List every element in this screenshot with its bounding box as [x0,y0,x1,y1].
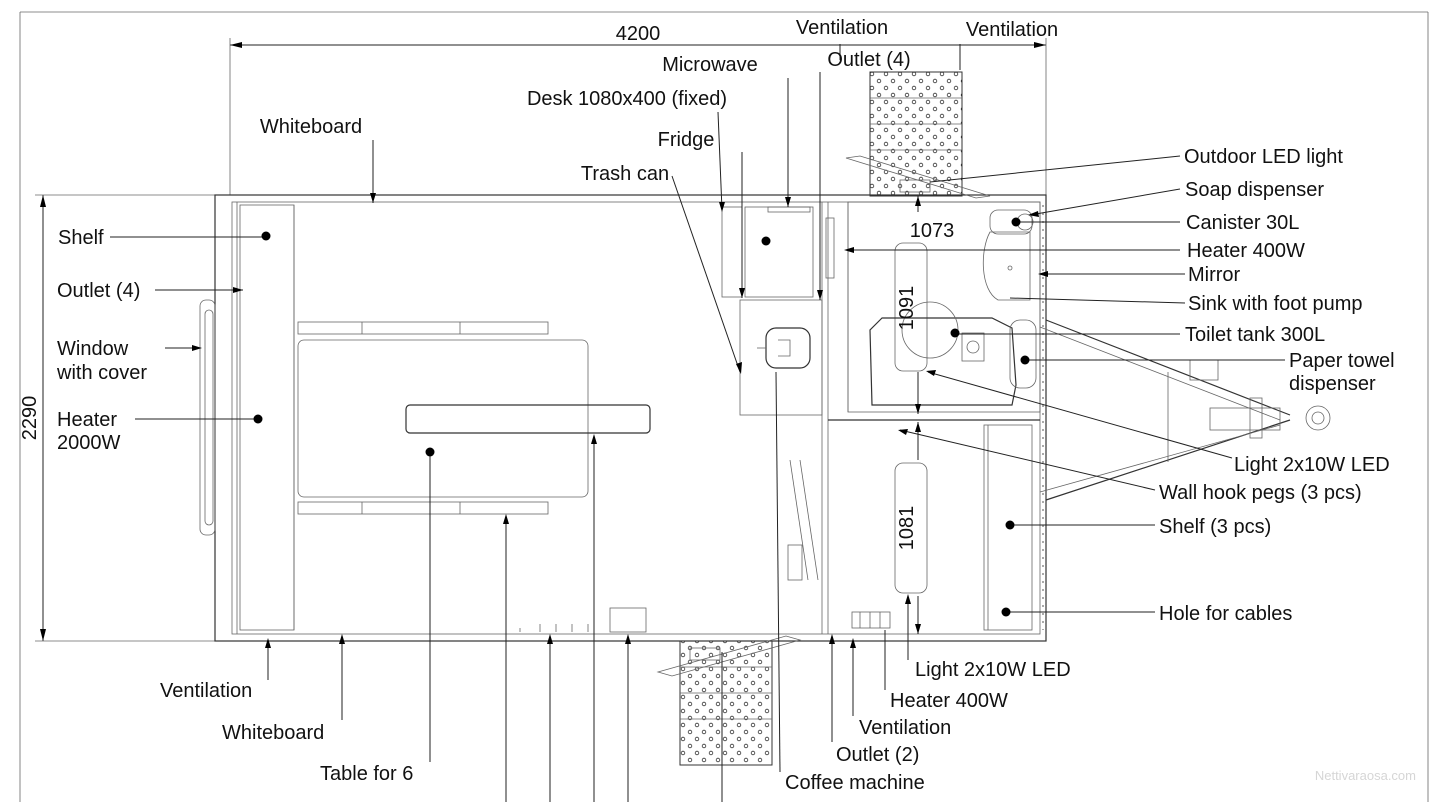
label-coffee-machine: Coffee machine [785,772,925,794]
label-heater-bottom: Heater 400W [890,690,1008,712]
label-trash-can: Trash can [581,163,669,185]
label-shelf-right: Shelf (3 pcs) [1159,516,1271,538]
label-hole-cables: Hole for cables [1159,603,1292,625]
left-shelf [239,204,295,631]
label-canister: Canister 30L [1186,212,1299,234]
label-paper-towel-line2: dispenser [1289,373,1376,395]
label-heater-left-line1: Heater [57,409,117,431]
dim-total-length: 4200 [616,23,661,45]
label-whiteboard-bottom: Whiteboard [222,722,324,744]
interior-dimensions [915,196,921,634]
label-soap-dispenser: Soap dispenser [1185,179,1324,201]
label-window-line1: Window [57,338,129,360]
label-table: Table for 6 [320,763,413,785]
label-heater-right: Heater 400W [1187,240,1305,262]
trailer-walls [214,194,1047,642]
label-whiteboard-top: Whiteboard [260,116,362,138]
label-wall-hooks: Wall hook pegs (3 pcs) [1159,482,1362,504]
toilet-room [828,201,1041,421]
left-window [199,299,216,536]
label-outlet-bottom: Outlet (2) [836,744,919,766]
page-frame [19,11,1429,802]
label-ventilation-top-1: Ventilation [796,17,888,39]
label-ventilation-top-2: Ventilation [966,19,1058,41]
dim-toilet-width: 1073 [910,220,955,242]
dim-toilet-depth: 1091 [896,286,918,331]
label-window-line2: with cover [56,362,147,384]
label-toilet-tank: Toilet tank 300L [1185,324,1325,346]
table-area [297,321,651,515]
label-outlet-top: Outlet (4) [827,49,910,71]
label-mirror: Mirror [1188,264,1241,286]
dim-hall-depth: 1081 [896,506,918,551]
label-ventilation-bottom-left: Ventilation [160,680,252,702]
leader-lines [110,44,1285,802]
label-sink: Sink with foot pump [1188,293,1363,315]
top-steps [845,71,991,199]
hall-shelves [851,424,1033,631]
marker-dots [253,217,1030,617]
label-light-bottom: Light 2x10W LED [915,659,1071,681]
label-light-right: Light 2x10W LED [1234,454,1390,476]
label-paper-towel-line1: Paper towel [1289,350,1395,372]
kitchen-area [609,202,835,634]
label-shelf-left: Shelf [58,227,104,249]
dim-total-width: 2290 [19,396,41,441]
drawbar [1039,319,1331,501]
watermark: Nettivaraosa.com [1315,768,1416,783]
bottom-outlets [519,624,589,632]
label-desk: Desk 1080x400 (fixed) [527,88,727,110]
label-ventilation-bottom-right: Ventilation [859,717,951,739]
label-fridge: Fridge [658,129,715,151]
label-microwave: Microwave [662,54,758,76]
label-outlet-left: Outlet (4) [57,280,140,302]
label-outdoor-led: Outdoor LED light [1184,146,1343,168]
bottom-steps [656,635,802,766]
label-heater-left-line2: 2000W [57,432,120,454]
dimension-lines [35,38,1047,642]
